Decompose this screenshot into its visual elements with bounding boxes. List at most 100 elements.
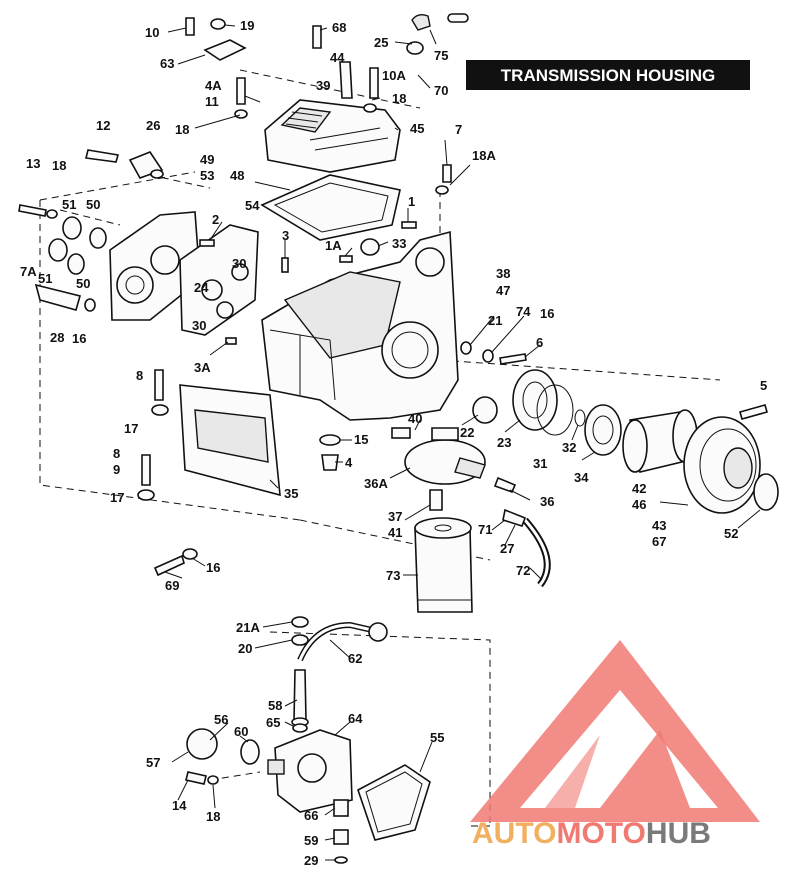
label-28: 28 [50,330,64,345]
label-8: 8 [113,446,120,461]
label-52: 52 [724,526,738,541]
label-19: 19 [240,18,254,33]
label-17: 17 [110,490,124,505]
label-5: 5 [760,378,767,393]
side-gasket [179,224,259,336]
label-15: 15 [354,432,368,447]
label-37: 37 [388,509,402,524]
label-34: 34 [574,470,589,485]
label-18: 18 [206,809,220,824]
label-51: 51 [38,271,52,286]
label-57: 57 [146,755,160,770]
oil-filter [414,517,473,613]
label-21A: 21A [236,620,260,635]
label-16: 16 [72,331,86,346]
callout-labels: 10 19 68 25 75 63 44 10A 39 70 18 4A 11 … [20,18,767,868]
label-64: 64 [348,711,363,726]
label-72: 72 [516,563,530,578]
shaft [291,669,309,727]
label-43: 43 [652,518,666,533]
brand-text-part1: AUTO [472,817,556,850]
bottom-cover [179,384,281,497]
label-56: 56 [214,712,228,727]
label-18: 18 [392,91,406,106]
label-29: 29 [304,853,318,868]
label-36A: 36A [364,476,388,491]
label-45: 45 [410,121,424,136]
label-17: 17 [124,421,138,436]
label-4A: 4A [205,78,222,93]
label-47: 47 [496,283,510,298]
top-cover [264,99,401,173]
label-18: 18 [175,122,189,137]
label-12: 12 [96,118,110,133]
label-4: 4 [345,455,353,470]
label-10: 10 [145,25,159,40]
label-48: 48 [230,168,244,183]
label-62: 62 [348,651,362,666]
brand-text-part2: MOTO [556,817,645,850]
label-10A: 10A [382,68,406,83]
label-7: 7 [455,122,462,137]
lower-cover [267,729,353,813]
label-31: 31 [533,456,547,471]
label-69: 69 [165,578,179,593]
label-21: 21 [488,313,502,328]
label-25: 25 [374,35,388,50]
filter-adaptor [404,427,486,485]
label-38: 38 [496,266,510,281]
label-16: 16 [206,560,220,575]
label-32: 32 [562,440,576,455]
label-22: 22 [460,425,474,440]
label-26: 26 [146,118,160,133]
label-8: 8 [136,368,143,383]
label-70: 70 [434,83,448,98]
label-3: 3 [282,228,289,243]
label-54: 54 [245,198,260,213]
knob [186,728,260,765]
bearing-assembly [512,369,622,456]
label-24: 24 [194,280,209,295]
label-23: 23 [497,435,511,450]
label-1: 1 [408,194,415,209]
top-gasket [260,174,401,241]
label-63: 63 [160,56,174,71]
brand-text: AUTOMOTOHUB [472,817,711,850]
dipstick [297,621,388,662]
label-1A: 1A [325,238,342,253]
label-49: 49 [200,152,214,167]
label-53: 53 [200,168,214,183]
label-18: 18 [52,158,66,173]
label-33: 33 [392,236,406,251]
label-16: 16 [540,306,554,321]
label-51: 51 [62,197,76,212]
label-3A: 3A [194,360,211,375]
sprocket [683,416,779,514]
label-59: 59 [304,833,318,848]
label-41: 41 [388,525,402,540]
label-18A: 18A [472,148,496,163]
label-39: 39 [316,78,330,93]
label-71: 71 [478,522,492,537]
label-13: 13 [26,156,40,171]
label-67: 67 [652,534,666,549]
label-55: 55 [430,730,444,745]
brand-text-part3: HUB [646,817,711,850]
label-44: 44 [330,50,345,65]
label-46: 46 [632,497,646,512]
label-58: 58 [268,698,282,713]
label-50: 50 [76,276,90,291]
label-2: 2 [212,212,219,227]
label-30: 30 [232,256,246,271]
label-60: 60 [234,724,248,739]
label-68: 68 [332,20,346,35]
label-73: 73 [386,568,400,583]
label-20: 20 [238,641,252,656]
label-36: 36 [540,494,554,509]
label-7A: 7A [20,264,37,279]
label-40: 40 [408,411,422,426]
hose [522,517,551,588]
label-6: 6 [536,335,543,350]
label-9: 9 [113,462,120,477]
